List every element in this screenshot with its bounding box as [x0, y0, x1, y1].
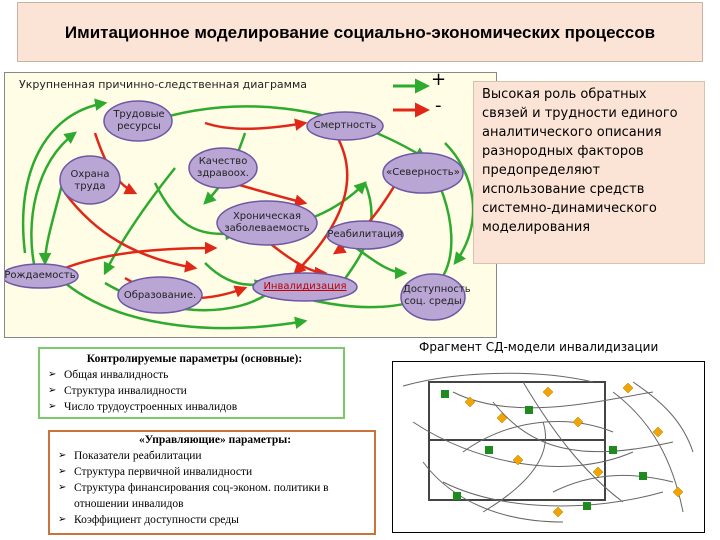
sd-diamond-nodes — [464, 382, 684, 518]
node-mortality — [306, 111, 384, 141]
causal-diagram: Укрупненная причинно-следственная диагра… — [4, 69, 497, 338]
node-labor-label: Трудовые ресурсы — [113, 109, 165, 132]
title-banner: Имитационное моделирование социально-эко… — [17, 2, 703, 62]
causal-diagram-canvas — [5, 78, 475, 330]
node-accessibility — [400, 273, 466, 321]
control-parameters-box: «Управляющие» параметры: Показатели реаб… — [48, 430, 376, 535]
list-item: Показатели реабилитации — [58, 448, 370, 464]
note-text: Высокая роль обратных связей и трудности… — [482, 87, 678, 235]
fragment-caption: Фрагмент СД-модели инвалидизации — [419, 340, 659, 354]
legend-plus-label: + — [431, 69, 447, 90]
node-birth-label: Рождаемость — [4, 270, 76, 281]
node-environment-quality-label: Качество здравоох. — [197, 156, 249, 179]
list-item: Структура инвалидности — [48, 383, 339, 399]
node-education-label: Образование. — [123, 290, 197, 301]
node-north — [382, 152, 464, 194]
node-accessibility-label: Доступность соц. среды — [403, 284, 471, 307]
controlled-heading: Контролируемые параметры (основные): — [86, 353, 303, 365]
list-item: Число трудоустроенных инвалидов — [48, 399, 339, 415]
node-rehab — [326, 220, 404, 250]
node-environment-quality — [188, 147, 258, 189]
control-heading: «Управляющие» параметры: — [138, 434, 292, 446]
node-health-protection — [59, 155, 121, 205]
list-item: Общая инвалидность — [48, 367, 339, 383]
sd-model-drawing — [402, 372, 694, 523]
node-chronic-label: Хроническая заболеваемость — [224, 211, 310, 234]
node-rehab-label: Реабилитация — [327, 229, 403, 240]
node-mortality-label: Смертность — [313, 120, 377, 131]
list-item: Структура первичной инвалидности — [58, 464, 370, 480]
node-labor — [103, 100, 173, 142]
list-item: Структура финансирования соц-эконом. пол… — [58, 480, 370, 512]
node-birth — [5, 263, 79, 289]
diagram-heading: Укрупненная причинно-следственная диагра… — [19, 78, 308, 91]
node-education — [117, 276, 203, 314]
sd-square-nodes — [441, 390, 647, 510]
controlled-list: Общая инвалидность Структура инвалидност… — [48, 367, 339, 415]
node-north-label: «Северность» — [386, 167, 460, 178]
node-disability-label: Инвалидизация — [263, 281, 347, 292]
controlled-parameters-box: Контролируемые параметры (основные): Общ… — [38, 347, 345, 419]
page-title: Имитационное моделирование социально-эко… — [64, 22, 656, 42]
node-health-protection-label: Охрана труда — [70, 169, 110, 192]
node-chronic — [216, 200, 318, 246]
sd-model-fragment — [392, 361, 705, 533]
legend-minus-label: - — [435, 95, 442, 116]
node-disability — [252, 272, 358, 302]
list-item: Коэффициент доступности среды — [58, 512, 370, 528]
note-box: Высокая роль обратных связей и трудности… — [473, 81, 705, 264]
control-list: Показатели реабилитации Структура первич… — [58, 448, 370, 528]
